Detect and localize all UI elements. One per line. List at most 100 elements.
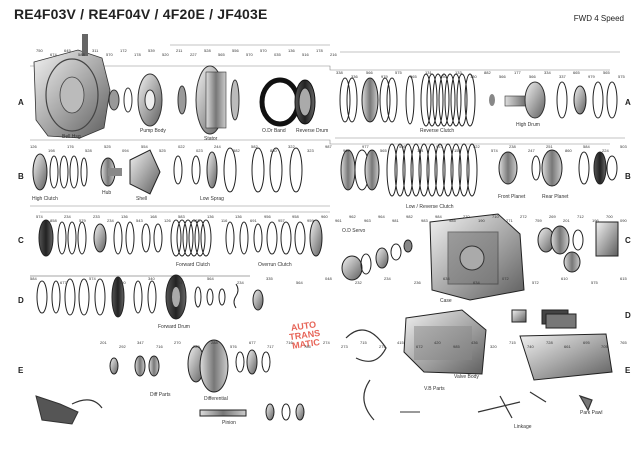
part-number-e-9: 717 [267, 344, 274, 349]
caption-rear-planet: Rear Planet [542, 194, 569, 200]
part-number-c-26: 982 [406, 214, 413, 219]
low-sprag-pack [173, 147, 303, 193]
caption-overrun-clutch: Overrun Clutch [258, 262, 292, 268]
part-number-e-6: 288 [211, 340, 218, 345]
part-number-c-24: 964 [378, 214, 385, 219]
part-number-c-6: 136 [121, 214, 128, 219]
part-number-a_right-16: 665 [573, 70, 580, 75]
part-number-c-36: 269 [549, 214, 556, 219]
part-number-b-30: 584 [583, 144, 590, 149]
row-label-b-left: B [18, 172, 24, 181]
part-number-a_right-19: 575 [618, 74, 625, 79]
part-number-b-20: 566 [399, 144, 406, 149]
part-number-a_right-6: 131 [425, 70, 432, 75]
part-number-e-14: 715 [360, 340, 367, 345]
part-number-c-17: 957 [278, 218, 285, 223]
part-number-c-34: 272 [520, 214, 527, 219]
part-number-b-1: 198 [48, 148, 55, 153]
part-number-d-19: 575 [591, 280, 598, 285]
d-small-parts [194, 283, 264, 311]
part-number-a-21: 216 [330, 52, 337, 57]
part-number-d-17: 572 [532, 280, 539, 285]
part-number-c-29: 985 [449, 218, 456, 223]
od-band [259, 77, 301, 127]
part-number-b-27: 247 [528, 148, 535, 153]
part-number-d-11: 232 [355, 280, 362, 285]
part-number-e-8: 677 [249, 340, 256, 345]
part-number-a_right-13: 566 [529, 74, 536, 79]
part-number-d-6: 564 [207, 276, 214, 281]
low-reverse-clutch-pack [340, 143, 478, 197]
part-number-a_right-1: 336 [351, 74, 358, 79]
part-number-d-14: 634 [443, 276, 450, 281]
part-number-b-3: 528 [85, 148, 92, 153]
part-number-c-33: 271 [506, 218, 513, 223]
part-number-e-7: 576 [230, 344, 237, 349]
part-number-e-18: 420 [434, 340, 441, 345]
part-number-a-8: 539 [148, 48, 155, 53]
rear-planet [531, 149, 618, 187]
part-number-e-16: 415 [397, 340, 404, 345]
part-number-c-7: 543 [136, 218, 143, 223]
part-number-a-9: 520 [162, 52, 169, 57]
part-number-e-10: 716 [286, 340, 293, 345]
high-drum [489, 81, 546, 119]
part-number-c-0: 574 [36, 214, 43, 219]
case [429, 213, 525, 301]
part-number-a_right-18: 565 [603, 70, 610, 75]
differential [109, 339, 271, 393]
part-number-c-1: 858 [50, 218, 57, 223]
part-number-b-28: 251 [546, 144, 553, 149]
page-title: RE4F03V / RE4F04V / 4F20E / JF403E [14, 6, 268, 22]
part-number-d-2: 574 [89, 276, 96, 281]
part-number-b-21: 114 [417, 148, 424, 153]
reverse-drum [294, 79, 316, 125]
caption-bell-hsg: Bell Hsg [62, 134, 81, 140]
part-number-c-11: 583 [193, 218, 200, 223]
part-number-e-25: 661 [564, 344, 571, 349]
shell [129, 149, 161, 195]
part-number-c-4: 233 [93, 214, 100, 219]
part-number-a_right-3: 979 [381, 74, 388, 79]
part-number-d-16: 072 [502, 276, 509, 281]
part-number-a_right-15: 337 [559, 74, 566, 79]
part-number-d-13: 236 [414, 280, 421, 285]
part-number-d-20: 615 [620, 276, 627, 281]
caption-low-sprag: Low Sprag [200, 196, 224, 202]
part-number-c-21: 961 [335, 218, 342, 223]
part-number-d-8: 335 [266, 276, 273, 281]
part-number-b-8: 022 [178, 144, 185, 149]
bell-sensor [82, 34, 88, 56]
part-number-e-1: 292 [119, 344, 126, 349]
caption-reverse-drum: Reverse Drum [296, 128, 329, 134]
caption-case: Case [440, 298, 452, 304]
part-number-e-17: 672 [416, 344, 423, 349]
part-number-a-10: 211 [176, 48, 183, 53]
part-number-b-6: 554 [141, 144, 148, 149]
part-number-c-41: 090 [620, 218, 627, 223]
caption-od-band: O.Dr Band [262, 128, 286, 134]
part-number-b-29: 860 [565, 148, 572, 153]
c-right-gear-stack [537, 221, 619, 273]
part-number-a-12: 528 [204, 48, 211, 53]
part-number-b-12: 582 [251, 144, 258, 149]
part-number-d-15: 634 [473, 280, 480, 285]
row-label-b-right: B [625, 172, 631, 181]
part-number-b-10: 244 [214, 144, 221, 149]
part-number-e-21: 320 [490, 344, 497, 349]
pinion [199, 403, 305, 421]
part-number-e-0: 201 [100, 340, 107, 345]
row-dividers [30, 44, 625, 277]
part-number-b-7: 525 [159, 148, 166, 153]
part-number-b-4: 525 [104, 144, 111, 149]
part-number-c-15: 691 [250, 218, 257, 223]
part-number-e-13: 273 [341, 344, 348, 349]
part-number-a_right-14: 334 [544, 70, 551, 75]
part-number-a-1: 674 [50, 52, 57, 57]
part-number-e-2: 347 [137, 340, 144, 345]
part-number-c-2: 234 [64, 214, 71, 219]
part-number-c-23: 963 [364, 218, 371, 223]
stator-assembly [177, 65, 240, 135]
part-number-a_right-17: 979 [588, 74, 595, 79]
part-number-c-22: 962 [349, 214, 356, 219]
